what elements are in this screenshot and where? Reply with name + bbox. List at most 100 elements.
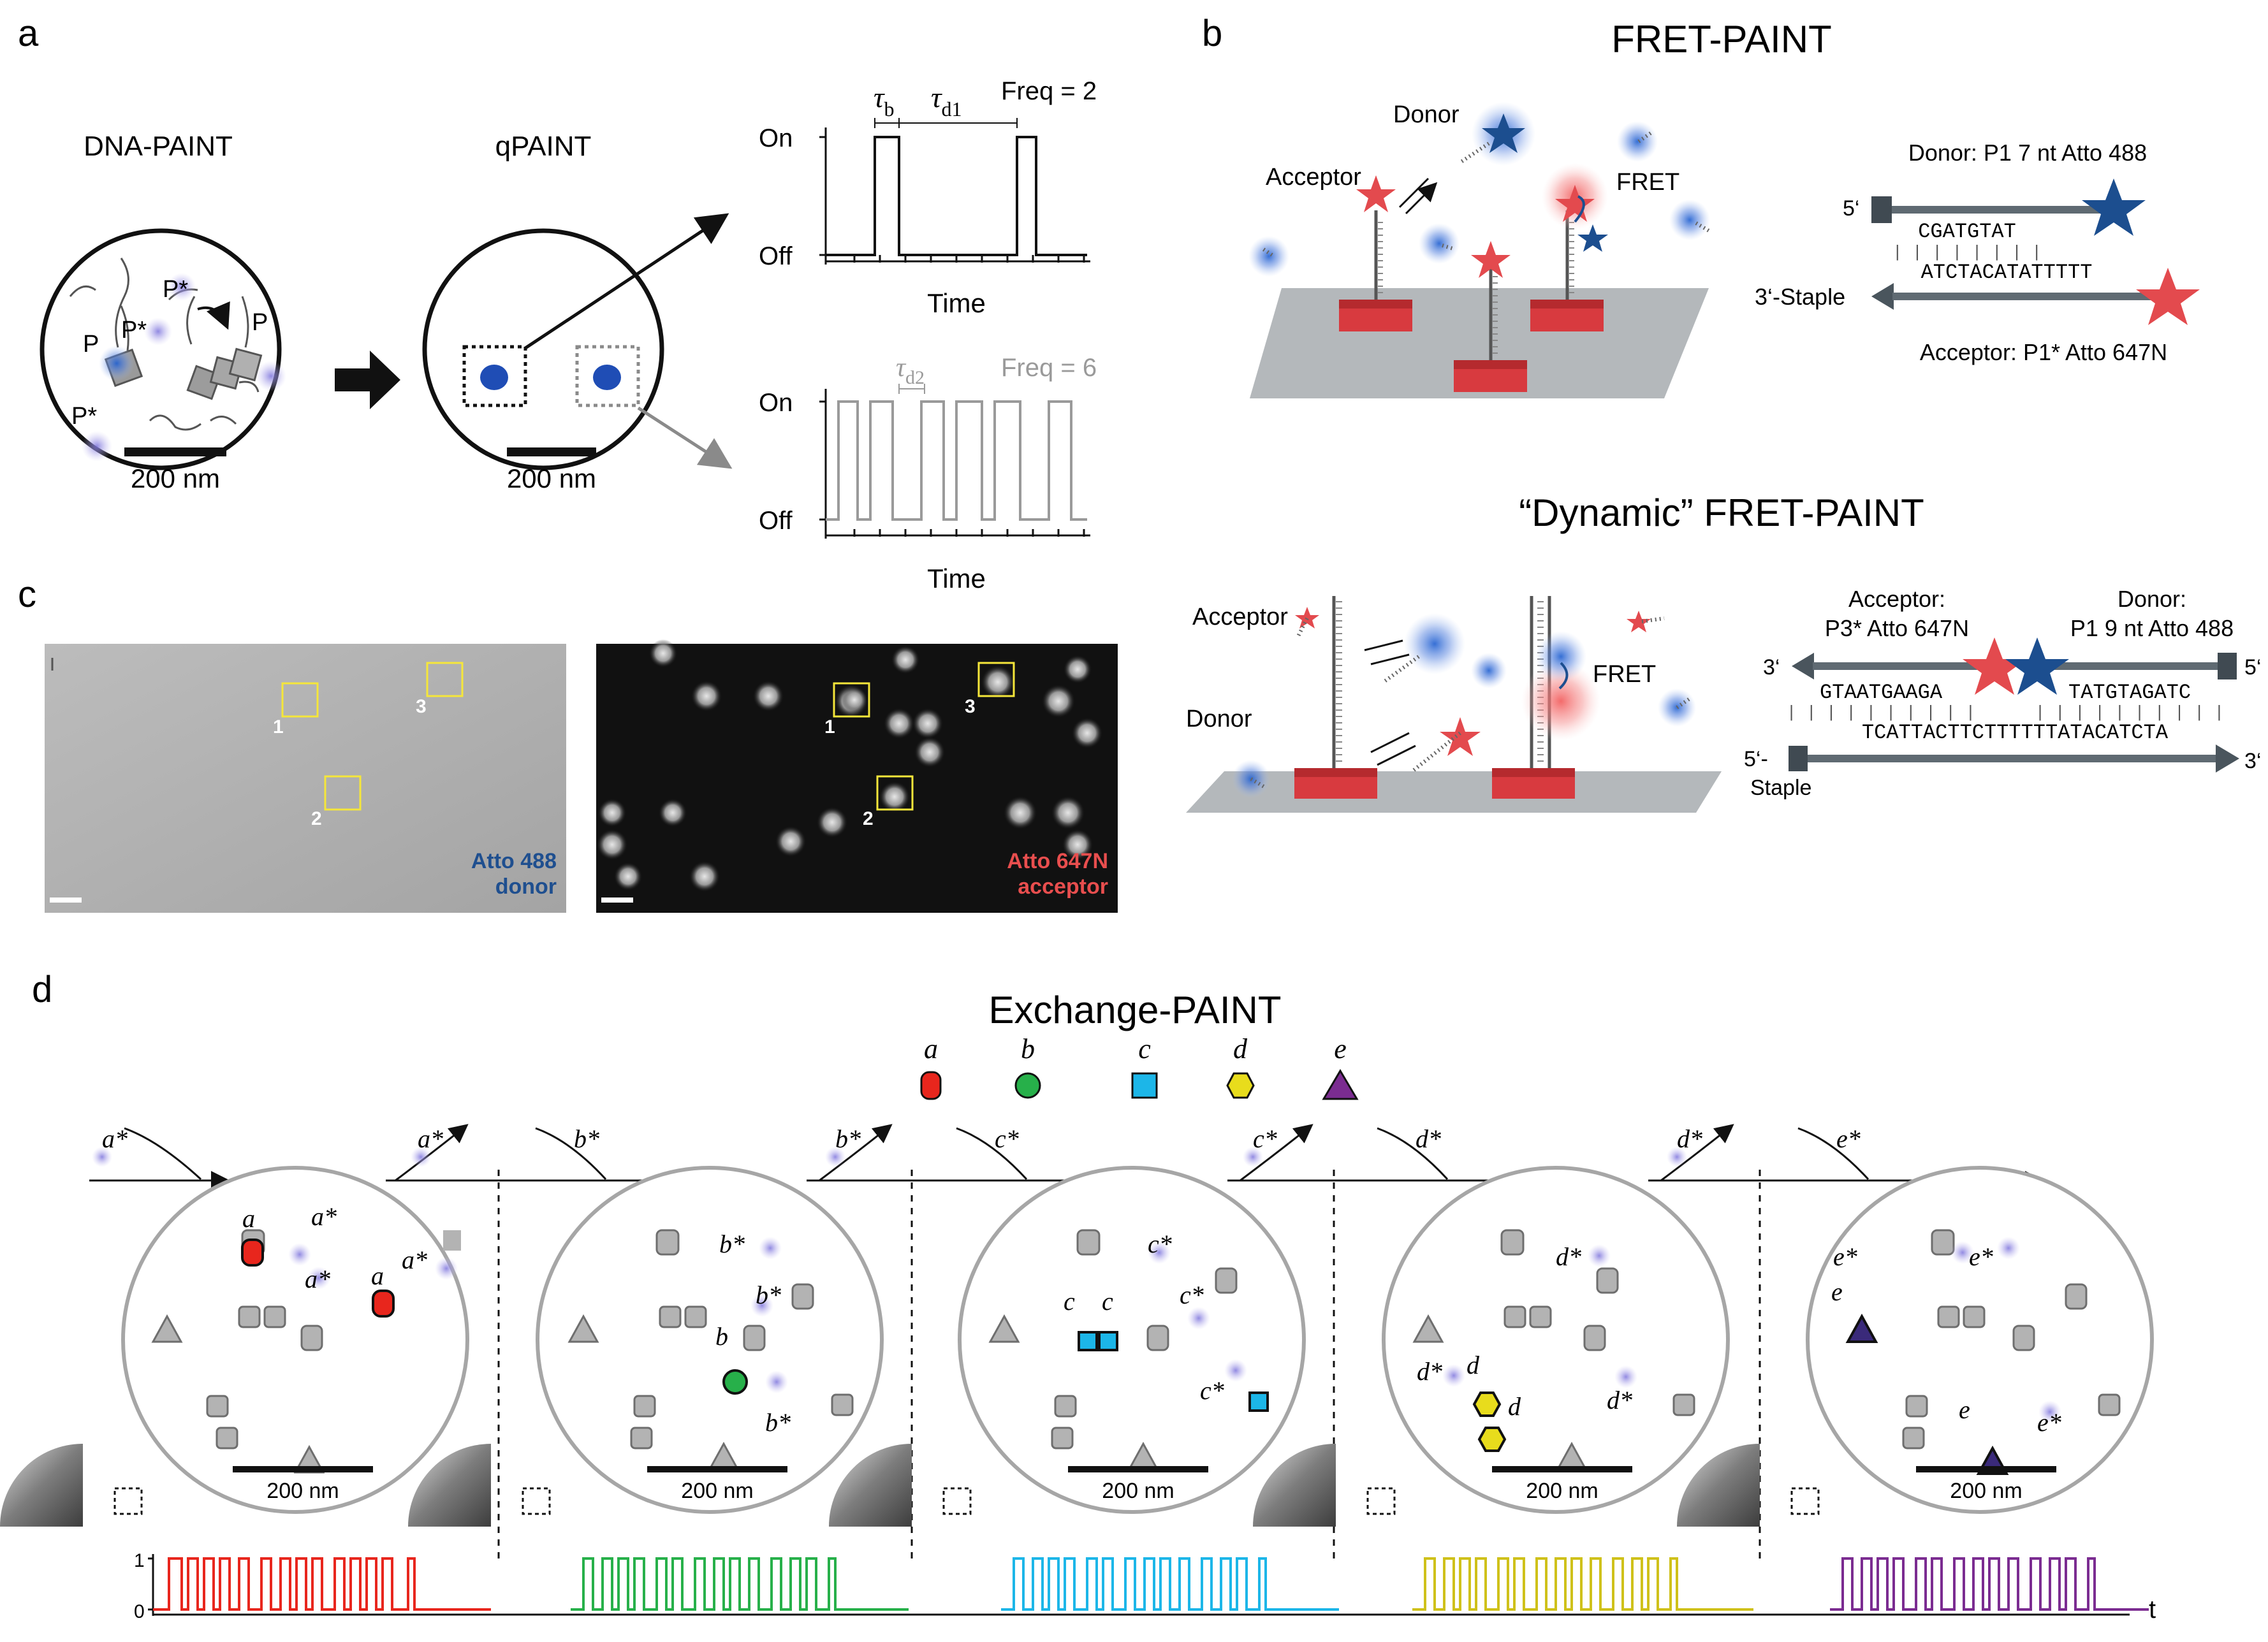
tau-d2: τd2 — [896, 353, 925, 388]
trace-top — [819, 118, 1090, 265]
label-p-star-1: P* — [163, 276, 188, 303]
imager-glows-d — [288, 1230, 2061, 1423]
fret-blue-glow-bottom — [1535, 631, 1586, 682]
d-label-a-2: a — [371, 1261, 384, 1290]
trace-t-label: t — [2149, 1595, 2156, 1624]
round-separators — [497, 1170, 1761, 1562]
d-label-dstar-2: d* — [1417, 1357, 1442, 1386]
inset-discs — [0, 1444, 1820, 1527]
dna-paint-field — [40, 228, 282, 470]
d-label-d-1: d — [1467, 1351, 1480, 1379]
donor-scale-bar — [50, 897, 82, 903]
legend-d-label: d — [1233, 1033, 1248, 1064]
arrow-to-top-trace — [524, 213, 729, 350]
spot-black — [480, 365, 508, 390]
label-a-star-out: a* — [418, 1124, 443, 1153]
dynamic-fret-paint-title: “Dynamic” FRET-PAINT — [1519, 491, 1924, 534]
free-donors-top — [1248, 121, 1710, 277]
seq-gtaatgaaga: GTAATGAAGA — [1820, 681, 1943, 704]
d-label-a-1: a — [242, 1204, 255, 1233]
acceptor-label-1: Atto 647N — [1007, 849, 1108, 873]
trace-bottom-xlabel: Time — [927, 563, 986, 593]
d-scale-label-5: 200 nm — [1950, 1479, 2022, 1503]
scale-bar-a-right — [507, 447, 596, 456]
staple-5-prime: 5‘- — [1744, 747, 1768, 771]
scale-bar-a-left — [124, 447, 226, 456]
freq-top: Freq = 2 — [1001, 77, 1097, 105]
acceptor-label-top: Acceptor — [1266, 164, 1361, 191]
panel-label-b: b — [1202, 13, 1222, 54]
d-label-c-1: c — [1064, 1287, 1075, 1316]
label-p-star-3: P* — [71, 403, 97, 430]
binding-arrow — [197, 301, 230, 330]
five-prime-top: 5‘ — [1843, 196, 1859, 221]
d-scale-label-2: 200 nm — [681, 1479, 753, 1503]
d-label-estar-2: e* — [1969, 1242, 1993, 1271]
tau-d1: τd1 — [931, 81, 962, 120]
legend-c-label: c — [1138, 1033, 1151, 1064]
label-d-star-out: d* — [1677, 1124, 1702, 1153]
donor-seq-label-2: P1 9 nt Atto 488 — [2070, 615, 2234, 641]
label-d-star-in: d* — [1416, 1124, 1441, 1153]
arrow-to-bottom-trace — [637, 406, 733, 469]
label-c-star-out: c* — [1253, 1124, 1277, 1153]
legend-a-shape — [920, 1071, 942, 1100]
d-label-e-2: e — [1959, 1395, 1970, 1424]
imager-glows — [82, 273, 286, 461]
label-p-star-2: P* — [121, 317, 147, 344]
free-imagers-bottom — [1232, 607, 1696, 798]
donor-box-1: 1 — [273, 716, 284, 737]
seq-donor-label-top: Donor: P1 7 nt Atto 488 — [1908, 140, 2147, 166]
panel-b: FRET-PAINT Donor — [1186, 18, 2261, 813]
site-labels: a a a* a* a* b b* b* b* c c c* c* c* d d… — [242, 1202, 2061, 1437]
fret-label-bottom: FRET — [1593, 661, 1656, 688]
tau-b: τb — [874, 81, 894, 120]
spot-box-gray — [575, 345, 640, 407]
panel-d: Exchange-PAINT a b c d e — [0, 989, 2156, 1624]
acceptor-star-seq — [2136, 268, 2200, 325]
seq-cgatgtat: CGATGTAT — [1918, 220, 2016, 243]
staple-arrowhead-bottom — [2216, 745, 2239, 773]
trace-bottom-on: On — [759, 389, 793, 417]
d-scale-label-1: 200 nm — [267, 1479, 339, 1503]
freq-bottom: Freq = 6 — [1001, 354, 1097, 382]
d-label-cstar-3: c* — [1200, 1376, 1224, 1405]
donor-star-seq — [2082, 178, 2146, 236]
three-prime-right: 3‘ — [2244, 749, 2261, 773]
d-label-c-2: c — [1102, 1287, 1113, 1316]
trace-bottom — [819, 384, 1090, 539]
legend-a-label: a — [924, 1033, 938, 1064]
acceptor-label-2: acceptor — [1018, 875, 1108, 899]
d-label-cstar-2: c* — [1180, 1281, 1204, 1309]
d-scale-bars — [233, 1466, 2056, 1472]
d-label-bstar-2: b* — [756, 1281, 781, 1309]
d-label-b-1: b — [715, 1322, 728, 1351]
seq-tatgtagatc: TATGTAGATC — [2068, 681, 2191, 704]
acceptor-seq-label-1: Acceptor: — [1848, 586, 1945, 612]
d-scale-label-4: 200 nm — [1526, 1479, 1598, 1503]
wash-labels: a* a* b* b* c* c* d* d* e* — [102, 1124, 1861, 1153]
donor-label-top: Donor — [1393, 101, 1460, 128]
donor-box-2: 2 — [311, 808, 322, 829]
acceptor-arrowhead — [1792, 653, 1814, 679]
trace-bottom-off: Off — [759, 507, 793, 535]
exchange-arrows-bottom — [1364, 639, 1416, 766]
legend-e-label: e — [1334, 1033, 1347, 1064]
d-label-cstar-1: c* — [1148, 1230, 1172, 1258]
legend-c-shape — [1131, 1072, 1158, 1099]
bp-ticks-bottom-left: | | | | | | | | | | — [1787, 703, 1975, 722]
trace-y-1: 1 — [134, 1550, 145, 1571]
seq-long-staple: TCATTACTTCTTTTTTATACATCTA — [1862, 721, 2169, 745]
qpaint-title: qPAINT — [495, 131, 592, 162]
acceptor-star-seq-bottom — [1963, 637, 2026, 695]
d-label-bstar-3: b* — [765, 1408, 791, 1437]
label-b-star-in: b* — [574, 1124, 599, 1153]
acceptor-seq-label-2: P3* Atto 647N — [1825, 615, 1969, 641]
bp-ticks-top: | | | | | | | | — [1892, 243, 2042, 262]
five-prime-right: 5‘ — [2244, 655, 2261, 679]
donor-label-1: Atto 488 — [471, 849, 557, 873]
legend-e-shape — [1322, 1069, 1359, 1100]
d-label-astar-2: a* — [305, 1265, 330, 1293]
acceptor-box-2: 2 — [863, 808, 874, 829]
